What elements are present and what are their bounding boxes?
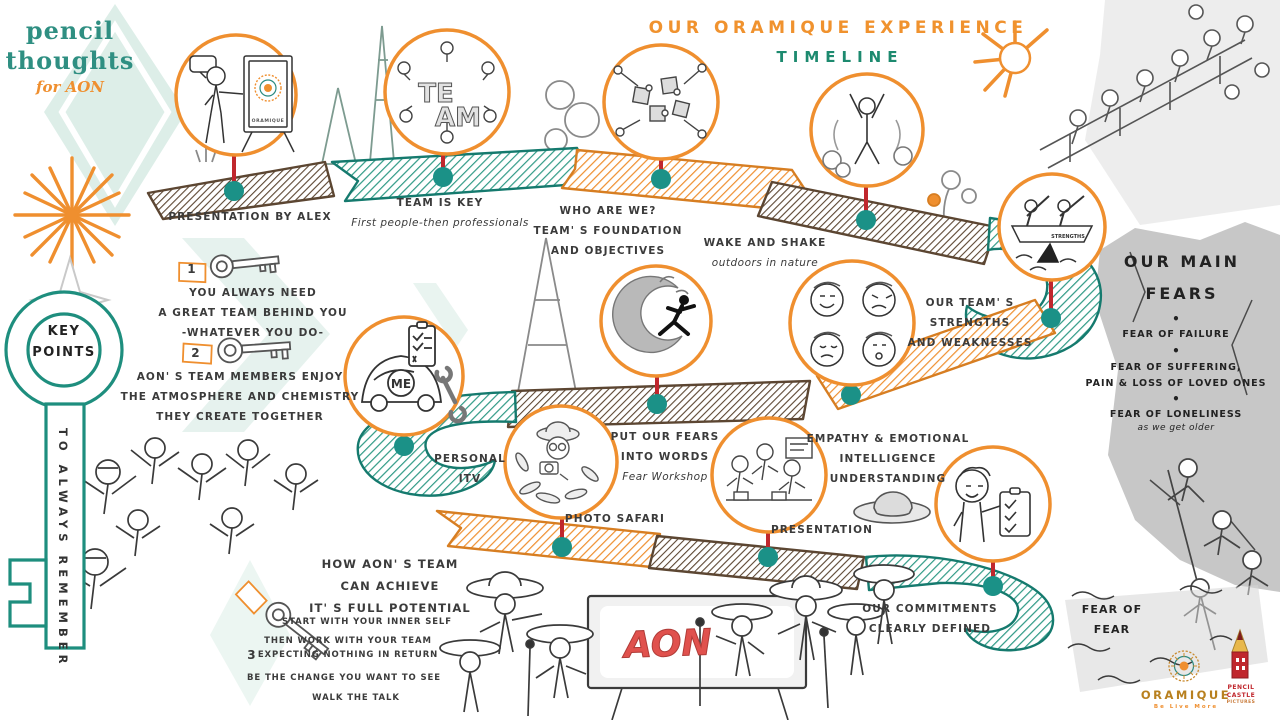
- aon-sign-text: AON: [620, 622, 712, 666]
- oramique-logo-tagline: Be Live More: [1153, 704, 1219, 710]
- me-plate-text: ME: [391, 377, 411, 391]
- team-circle: TE AM: [383, 28, 511, 156]
- photo-safari-circle: [503, 404, 619, 520]
- fear-loneliness-sub: as we get older: [1137, 423, 1215, 433]
- fear-bullet-2: •: [1172, 344, 1180, 358]
- sun-icon: [973, 20, 1049, 98]
- key-1-number: 1: [187, 262, 197, 276]
- label-photo-safari: PHOTO SAFARI: [564, 513, 666, 525]
- personal-itv-circle: ME: [343, 315, 467, 437]
- key-3-number: 3: [247, 648, 257, 662]
- label-presentation-by-alex: PRESENTATION BY ALEX: [168, 211, 332, 223]
- keypoint-3-item-4: WALK THE TALK: [312, 693, 400, 703]
- wrench-icon: [434, 365, 467, 424]
- key-shaft-text: TO ALWAYS REMEMBER: [56, 428, 70, 669]
- fear-of-loneliness: FEAR OF LONELINESS: [1109, 409, 1243, 420]
- rowing-strengths-circle: STRENGTHS: [997, 172, 1107, 282]
- team-letters-am: AM: [435, 103, 481, 133]
- key-2-icon: [181, 337, 292, 365]
- big-key-points: [4, 290, 124, 650]
- poster-title: OUR ORAMIQUE EXPERIENCE: [648, 18, 1028, 38]
- trees-decor: [195, 25, 977, 393]
- board-text: ORAMIQUE: [252, 118, 285, 124]
- brand-tagline: for AON: [36, 78, 104, 96]
- key-2-number: 2: [191, 346, 201, 360]
- commitments-circle: [934, 445, 1052, 563]
- fear-workshop-circle: [710, 416, 828, 534]
- runner-silhouette: [658, 295, 696, 336]
- emotion-faces-circle: [788, 259, 916, 387]
- label-presentation: PRESENTATION: [770, 524, 874, 536]
- mariachi-aon-scene: [439, 564, 915, 720]
- puzzle-hands-circle: [602, 43, 720, 161]
- keypoint-3-item-3: BE THE CHANGE YOU WANT TO SEE: [247, 673, 441, 683]
- fear-of-failure: FEAR OF FAILURE: [1122, 329, 1230, 340]
- fear-wave-circle: [599, 264, 713, 378]
- oramique-logo-icon: [1168, 650, 1200, 682]
- timeline-dots: [224, 167, 1061, 596]
- fear-bullet-1: •: [1172, 312, 1180, 326]
- fear-of-suffering: FEAR OF SUFFERING,PAIN & LOSS OF LOVED O…: [1085, 362, 1267, 390]
- boat-strengths-text: STRENGTHS: [1051, 234, 1085, 240]
- presenter-circle: ORAMIQUE: [174, 33, 298, 157]
- sombrero-icon: [853, 491, 931, 524]
- crowd-top-right: [1039, 0, 1280, 225]
- team-letters-te: TE: [418, 79, 454, 109]
- oramique-logo-text: ORAMIQUE: [1140, 688, 1232, 702]
- mint-decor-shapes: [44, 4, 468, 706]
- crowd-bottom-left: [63, 437, 319, 610]
- key-1-icon: [178, 254, 280, 284]
- fear-bullet-3: •: [1172, 392, 1180, 406]
- keypoint-3-item-1: START WITH YOUR INNER SELF: [282, 617, 452, 627]
- poster-subtitle: TIMELINE: [776, 48, 904, 66]
- pencil-castle-logo-icon: [1231, 628, 1249, 679]
- fears-rock: [1095, 222, 1280, 592]
- brand-name-line1: pencil: [25, 16, 115, 45]
- exercise-circle: [809, 72, 925, 188]
- brand-name-line2: thoughts: [5, 46, 135, 75]
- starburst-icon: [13, 156, 131, 274]
- oramique-mandala-icon: [254, 74, 282, 102]
- key-3-icon: [234, 580, 330, 661]
